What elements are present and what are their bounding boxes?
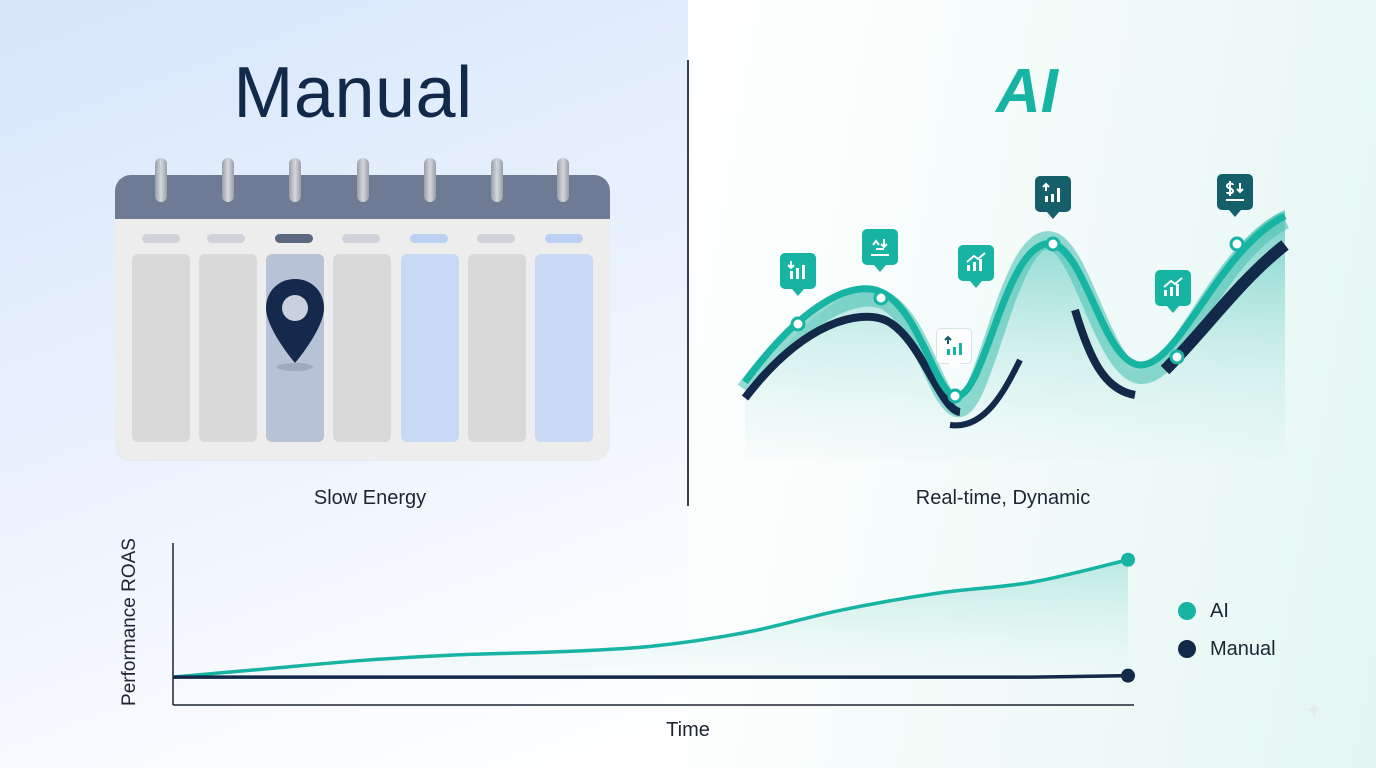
- legend-item-ai: AI: [1178, 592, 1276, 630]
- binder-ring: [357, 158, 369, 202]
- day-label: [207, 234, 245, 243]
- calendar-body: [115, 175, 610, 460]
- binder-ring: [424, 158, 436, 202]
- day-label: [477, 234, 515, 243]
- sparkle-icon: ✦: [1305, 698, 1324, 723]
- legend-swatch-manual: [1178, 640, 1196, 658]
- legend-label-ai: AI: [1210, 599, 1229, 622]
- legend-label-manual: Manual: [1210, 637, 1276, 660]
- bar-chart-down-icon: [780, 253, 816, 296]
- scale-arrows-icon: [862, 229, 898, 272]
- calendar-column: [199, 254, 257, 442]
- panel-divider: [687, 60, 689, 506]
- binder-ring: [557, 158, 569, 202]
- ai-area-fill: [173, 559, 1128, 678]
- calendar-column: [535, 254, 593, 442]
- trend-up-icon: [1155, 270, 1191, 313]
- binder-ring: [222, 158, 234, 202]
- location-pin-icon: [266, 279, 324, 371]
- day-label: [410, 234, 448, 243]
- legend-swatch-ai: [1178, 602, 1196, 620]
- manual-end-point: [1121, 668, 1135, 683]
- ai-caption: Real-time, Dynamic: [915, 487, 1091, 509]
- bar-chart-up-icon: [1035, 176, 1071, 219]
- day-label: [342, 234, 380, 243]
- dollar-down-icon: [1217, 174, 1253, 217]
- binder-ring: [155, 158, 167, 202]
- trend-up-icon: [958, 245, 994, 288]
- manual-title: Manual: [233, 53, 473, 133]
- bar-chart-up-icon: [936, 328, 972, 370]
- calendar-column: [401, 254, 459, 442]
- legend-item-manual: Manual: [1178, 630, 1276, 668]
- day-label: [142, 234, 180, 243]
- ai-series-line: [172, 558, 1129, 679]
- x-axis-title: Time: [666, 719, 710, 741]
- binder-ring: [491, 158, 503, 202]
- ai-wave-graphic: [737, 210, 1290, 460]
- y-axis-title: Performance ROAS: [119, 538, 140, 706]
- calendar-column: [333, 254, 391, 442]
- calendar-column: [468, 254, 526, 442]
- manual-caption: Slow Energy: [313, 487, 427, 509]
- manual-series-line: [173, 673, 1129, 679]
- day-label-selected: [275, 234, 313, 243]
- day-label: [545, 234, 583, 243]
- binder-ring: [289, 158, 301, 202]
- ai-end-point: [1121, 552, 1135, 567]
- ai-title: AI: [996, 57, 1058, 126]
- calendar-column: [132, 254, 190, 442]
- chart-legend: AI Manual: [1178, 592, 1276, 668]
